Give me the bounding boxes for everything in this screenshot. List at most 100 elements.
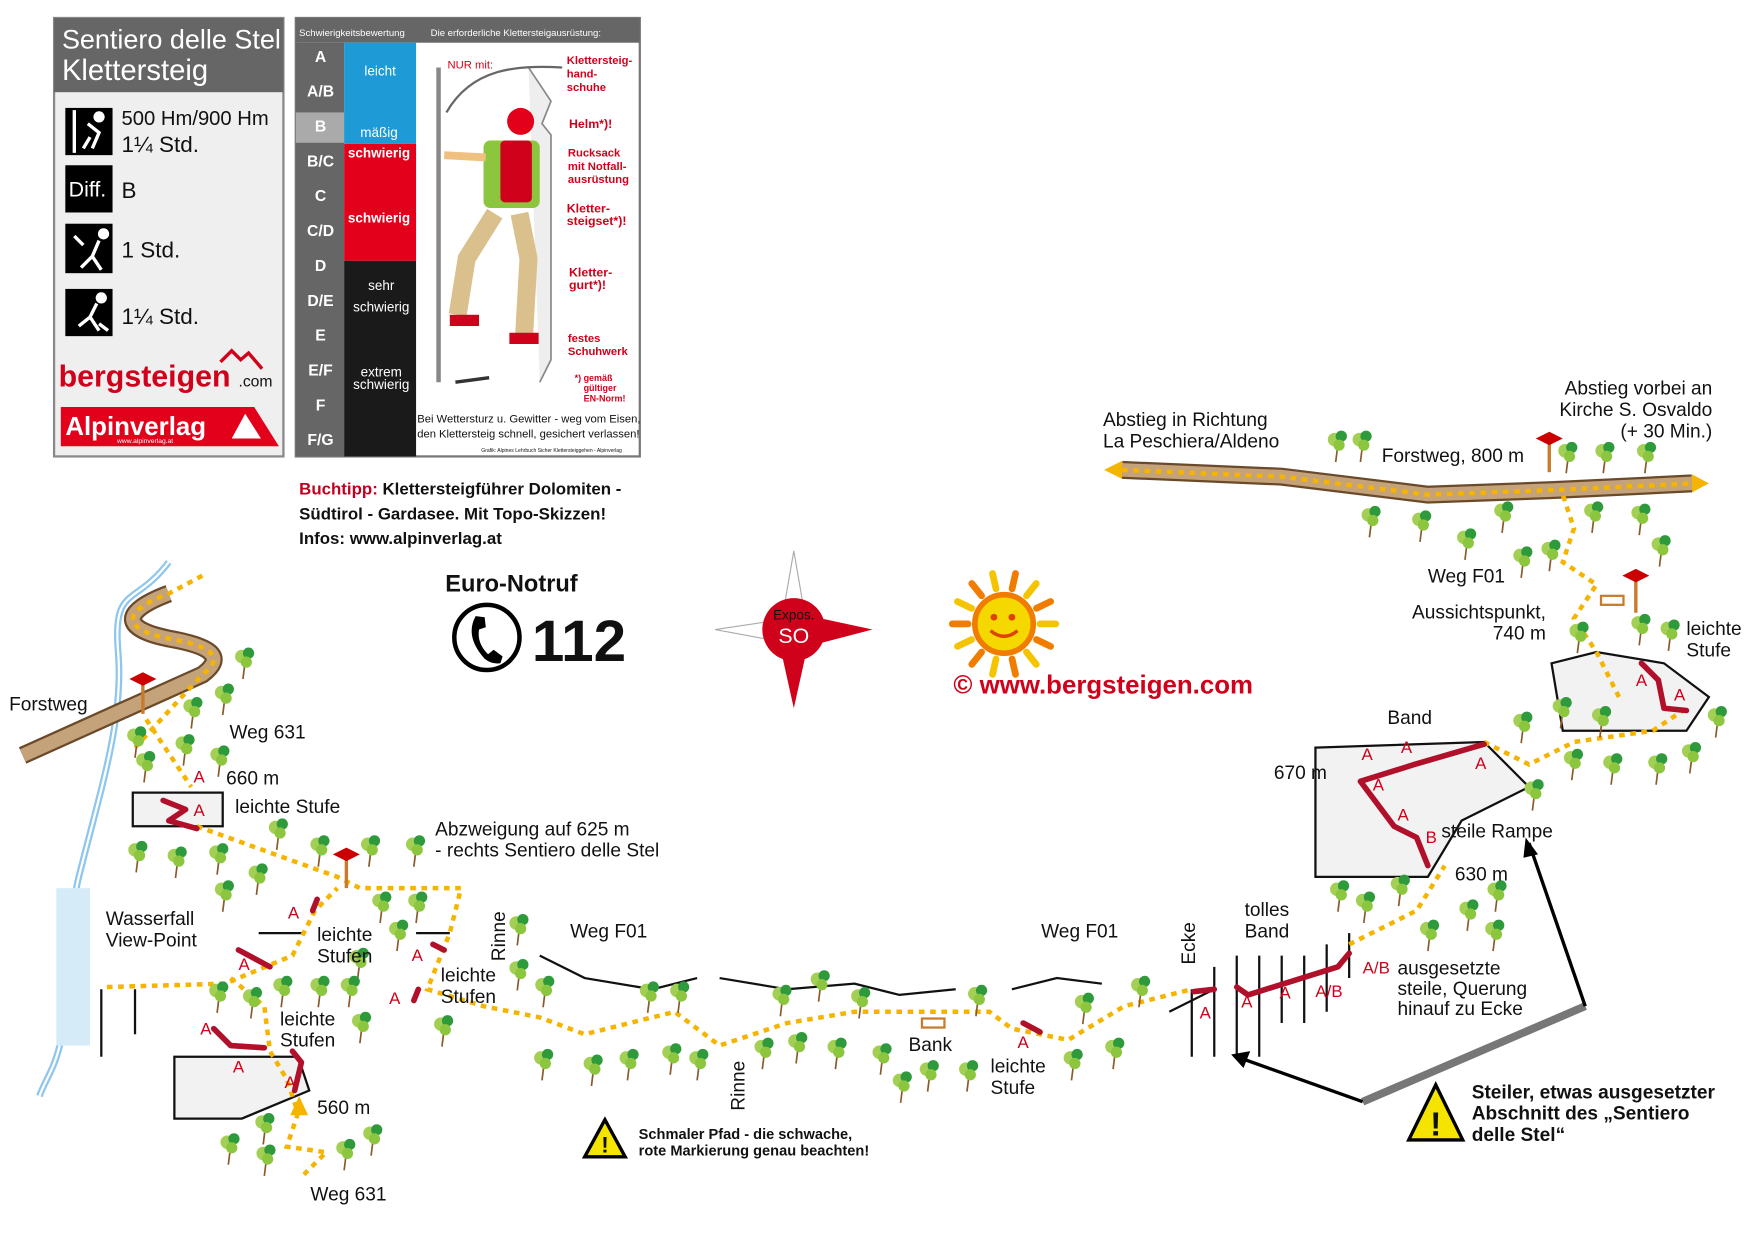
phone-icon	[452, 602, 522, 673]
tree-icon	[1494, 501, 1514, 533]
equip-backpack-2: mit Notfall-	[568, 161, 627, 173]
info-panel: Sentiero delle Stel Klettersteig 500 Hm/…	[52, 16, 285, 458]
label-view-point: View-Point	[106, 931, 198, 952]
grade-mark: A/B	[1315, 982, 1342, 1001]
tree-icon	[1485, 919, 1505, 952]
label-leichte-stufe-3b: Stufe	[1686, 641, 1731, 662]
tree-icon	[619, 1048, 639, 1081]
grade-mark: A	[288, 903, 300, 922]
label-tolles-band: tolles	[1245, 900, 1290, 921]
grade-f: F	[316, 397, 326, 414]
tree-icon	[214, 683, 234, 716]
warning-icon: !	[581, 1116, 629, 1159]
grade-mark: A	[1398, 806, 1410, 825]
tree-icon	[892, 1071, 912, 1103]
bench-icon	[1599, 594, 1625, 606]
tree-icon	[405, 835, 426, 867]
label-abstieg-osvaldo-2: Kirche S. Osvaldo	[1559, 400, 1712, 421]
label-leichte-stufen-a: leichte	[317, 925, 372, 946]
tree-icon	[959, 1060, 979, 1092]
svg-text:Buchtipp: Klettersteigführer D: Buchtipp: Klettersteigführer Dolomiten -	[299, 480, 621, 499]
label-wasserfall: Wasserfall	[106, 909, 194, 930]
grade-mark: A	[1401, 738, 1413, 757]
svg-text:www.alpinverlag.at: www.alpinverlag.at	[116, 438, 173, 445]
tree-icon	[1131, 975, 1151, 1008]
warning-narrow-text: Schmaler Pfad - die schwache,	[639, 1127, 853, 1143]
label-abstieg-osvaldo-3: (+ 30 Min.)	[1620, 421, 1712, 442]
tree-icon	[1419, 919, 1440, 952]
book-tip-line2: Südtirol - Gardasee. Mit Topo-Skizzen!	[299, 504, 606, 523]
tree-icon	[183, 697, 203, 729]
tree-icon	[255, 1112, 275, 1145]
warning-steep-text-2: Abschnitt des „Sentiero	[1472, 1104, 1690, 1125]
compass-icon: Expos. SO	[715, 550, 873, 709]
level-schwierig-top: schwierig	[348, 145, 410, 160]
tree-icon	[1352, 430, 1372, 463]
tree-icon	[754, 1037, 774, 1070]
narrow-path-warning: ! Schmaler Pfad - die schwache, rote Mar…	[581, 1116, 869, 1160]
label-ecke: Ecke	[1179, 922, 1200, 964]
signpost-icon	[1535, 431, 1563, 473]
equip-shoes: festes	[568, 333, 600, 345]
book-tip-link[interactable]: Infos: www.alpinverlag.at	[299, 529, 502, 548]
label-altitude-630: 630 m	[1455, 864, 1508, 885]
difficulty-panel: Schwierigkeitsbewertung Die erforderlich…	[294, 16, 641, 458]
grade-mark: A	[1362, 745, 1374, 764]
tree-icon	[351, 1011, 372, 1044]
tree-icon	[1681, 741, 1702, 774]
tree-icon	[639, 981, 659, 1014]
label-forstweg: Forstweg	[9, 694, 88, 715]
tree-icon	[372, 891, 392, 924]
map-labels: Forstweg Weg 631 660 m leichte Stufe Abz…	[9, 379, 1742, 1206]
label-weg-f01: Weg F01	[1041, 922, 1118, 943]
grade-mark: A	[1373, 775, 1385, 794]
tree-icon	[872, 1043, 892, 1075]
tree-icon	[1457, 528, 1477, 560]
equip-set: Kletter-	[567, 201, 610, 215]
label-band: Band	[1387, 708, 1432, 729]
label-ausgesetzte-querung-3: hinauf zu Ecke	[1398, 999, 1523, 1020]
difficulty-label: Diff.	[69, 178, 107, 202]
grade-marks: A A A A A A A A A A A A A A/B A/B A A A …	[193, 671, 1686, 1092]
tree-icon	[310, 835, 330, 867]
tree-icon	[128, 840, 148, 873]
arrow-icon	[1231, 1051, 1251, 1068]
signpost-icon	[129, 672, 157, 714]
label-leichte-stufen-a2: Stufen	[317, 946, 372, 967]
label-leichte-stufe-2b: Stufe	[991, 1078, 1036, 1099]
tree-icon	[1631, 503, 1651, 536]
tree-icon	[1651, 535, 1671, 567]
tree-icon	[772, 984, 792, 1017]
copyright-link[interactable]: © www.bergsteigen.com	[953, 672, 1253, 700]
label-rinne-1: Rinne	[489, 911, 510, 961]
tree-icon	[256, 1144, 276, 1177]
grade-c: C	[315, 188, 326, 205]
tree-icon	[851, 987, 871, 1019]
grade-mark: B	[1426, 828, 1437, 847]
equip-gloves-3: schuhe	[567, 82, 606, 94]
tree-icon	[209, 843, 229, 875]
route-title: Sentiero delle Stel	[62, 24, 281, 54]
arrow-left-icon	[1104, 460, 1123, 479]
tree-icon	[167, 846, 187, 879]
tree-icon	[340, 975, 360, 1008]
warning-steep-text-3: delle Stel“	[1472, 1125, 1565, 1146]
book-tip-label: Buchtipp:	[299, 480, 378, 499]
tree-icon	[827, 1037, 847, 1070]
graphic-credit: Grafik: Alpines Lehrbuch Sicher Kletters…	[481, 448, 622, 454]
label-ausgesetzte-querung: ausgesetzte	[1398, 959, 1501, 980]
forest-road-left	[18, 573, 223, 764]
tree-icon	[1513, 711, 1533, 744]
descent-icon	[65, 288, 113, 337]
equip-shoes-2: Schuhwerk	[568, 346, 629, 358]
equip-gloves: Klettersteig-	[567, 55, 633, 67]
tree-icon	[1636, 441, 1657, 474]
grade-header: Schwierigkeitsbewertung	[299, 28, 405, 39]
grade-c-d: C/D	[307, 223, 334, 240]
label-weg-f01: Weg F01	[570, 922, 647, 943]
book-tip: Buchtipp: Klettersteigführer Dolomiten -…	[299, 480, 621, 548]
bench-icon	[920, 1017, 946, 1029]
tree-icon	[268, 818, 288, 851]
tree-icon	[273, 975, 293, 1008]
label-ausgesetzte-querung-2: steile, Querung	[1398, 979, 1528, 1000]
